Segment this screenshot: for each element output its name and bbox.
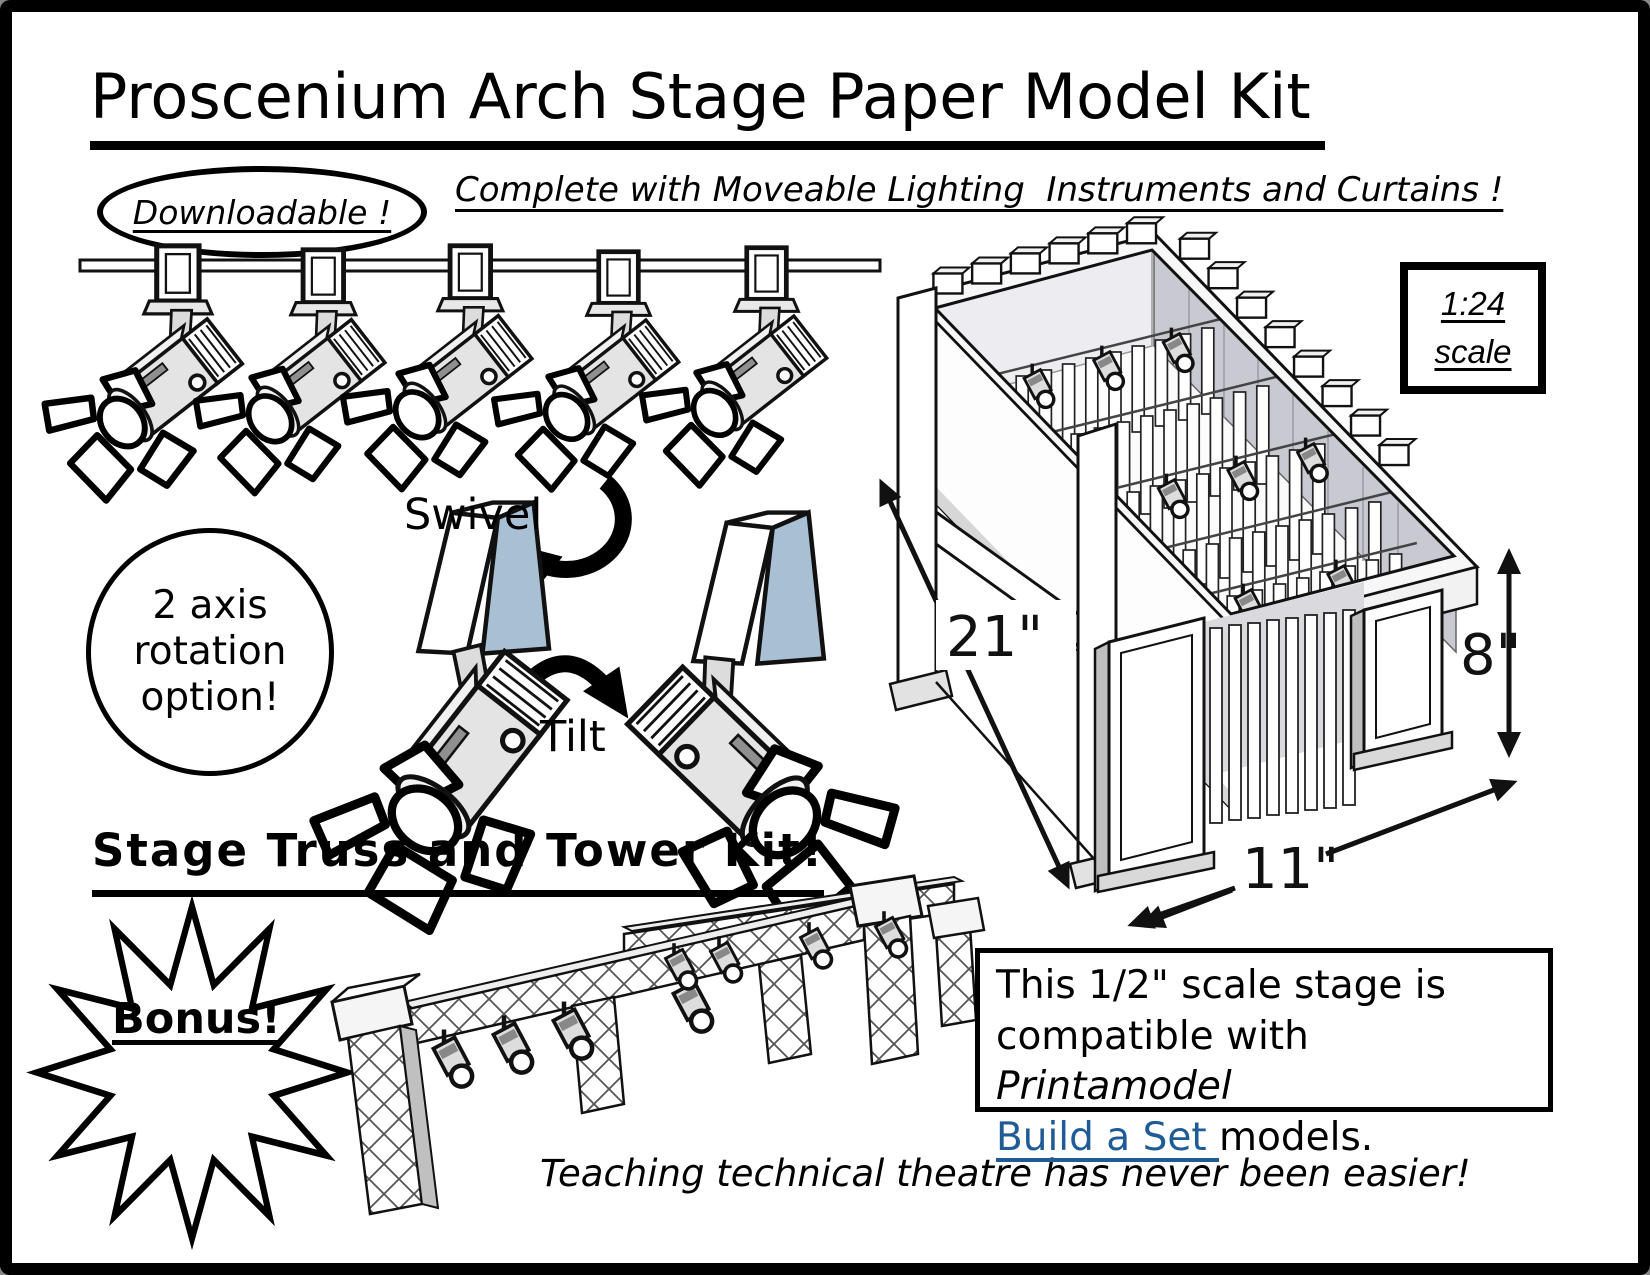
compat-line2-pre: compatible with (996, 1013, 1309, 1059)
swivel-label: Swivel (404, 490, 543, 540)
scale-word: scale (1434, 333, 1512, 370)
swivel-arrow-icon (511, 475, 632, 591)
rotation-note-line3: option! (140, 675, 280, 720)
dimension-arrow-length-icon (879, 478, 1076, 890)
tilt-label: Tilt (540, 712, 606, 762)
truss-and-tower-illustration (330, 874, 986, 1216)
swivel-tilt-illustration (307, 475, 927, 890)
brand-name: Printamodel (996, 1064, 1232, 1110)
proscenium-tower-right (1349, 588, 1454, 772)
bonus-label: Bonus! (112, 994, 281, 1044)
build-a-set-link[interactable]: Build a Set (996, 1115, 1220, 1161)
dimension-label-length: 21" (946, 605, 1043, 670)
rotation-note-line1: 2 axis (152, 582, 268, 628)
downloadable-badge: Downloadable ! (97, 166, 427, 258)
downloadable-badge-label: Downloadable ! (132, 192, 392, 232)
pointer-arrow-icon (1127, 885, 1236, 929)
compat-line3-post: models. (1219, 1115, 1374, 1161)
proscenium-tower-left (1093, 616, 1216, 894)
rotation-note-line2: rotation (133, 628, 287, 674)
compatibility-callout-box: This 1/2" scale stage is compatible with… (975, 948, 1553, 1160)
bonus-starburst-icon (26, 894, 358, 1251)
scale-callout-box: 1:24 scale (1400, 262, 1546, 394)
stage-light-icon (32, 246, 273, 524)
subtitle: Complete with Moveable Lighting Instrume… (455, 170, 1504, 210)
page-title: Proscenium Arch Stage Paper Model Kit (90, 60, 1325, 150)
compat-line1: This 1/2" scale stage is (996, 963, 1446, 1008)
stage-model-illustration: 21" 8" 11" (879, 216, 1521, 928)
dimension-label-width: 11" (1242, 837, 1339, 902)
rotation-note-circle: 2 axis rotation option! (86, 528, 334, 776)
truss-section-heading: Stage Truss and Tower Kit! (92, 824, 825, 897)
lighting-instruments-row-illustration (80, 244, 882, 489)
scale-ratio: 1:24 (1440, 285, 1506, 323)
tagline: Teaching technical theatre has never bee… (540, 1152, 1471, 1195)
loft-blocks (930, 216, 1419, 467)
dimension-label-height: 8" (1460, 623, 1521, 688)
